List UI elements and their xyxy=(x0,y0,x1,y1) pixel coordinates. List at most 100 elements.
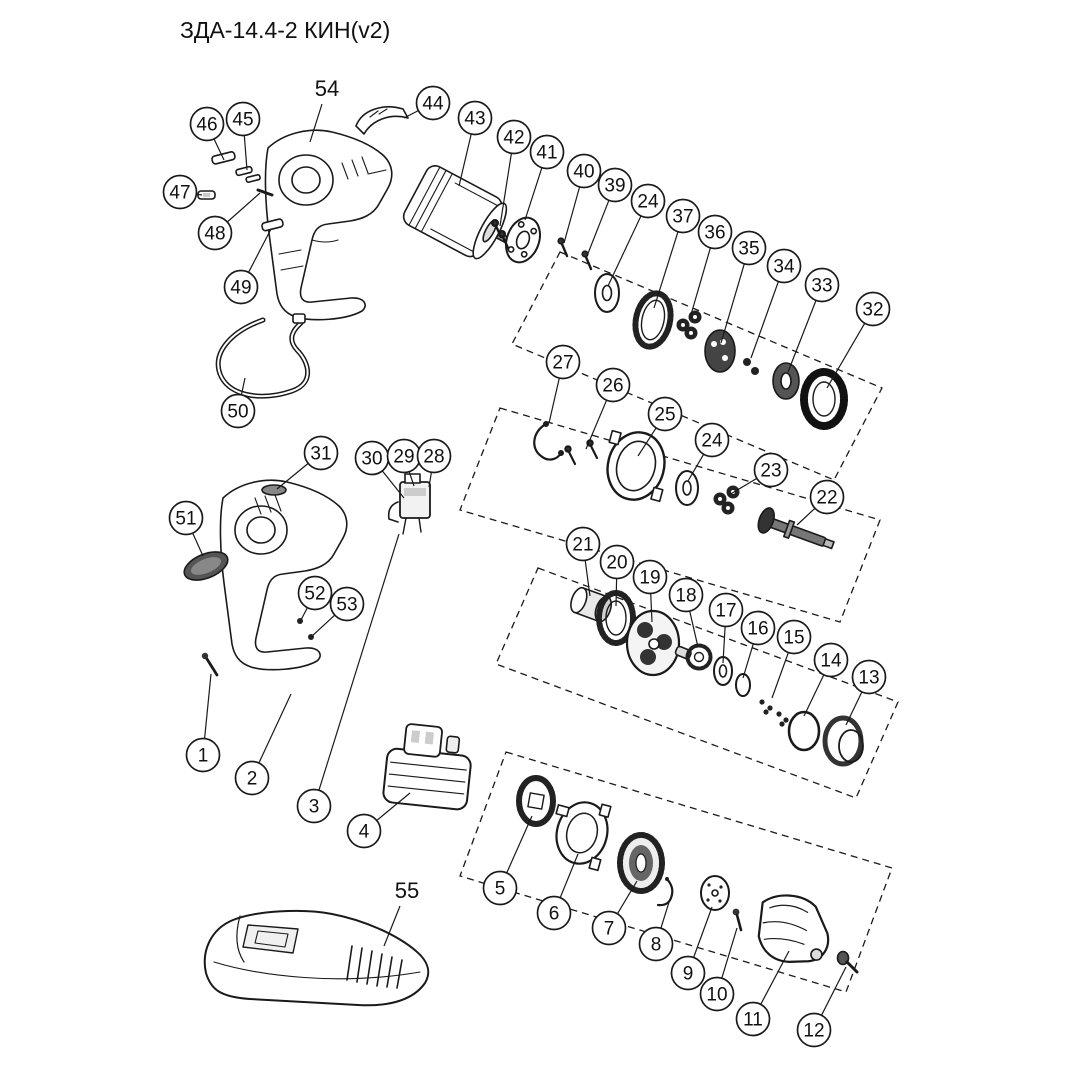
callout-circle xyxy=(851,659,887,695)
callout-number: 52 xyxy=(304,584,325,605)
callout-circle xyxy=(591,910,627,946)
callout-number: 27 xyxy=(552,353,573,374)
callout-25: 25 xyxy=(637,396,683,457)
switch-assembly xyxy=(387,473,431,535)
callout-number: 9 xyxy=(683,964,694,985)
callout-circle xyxy=(597,167,633,203)
label-plate-51 xyxy=(183,551,229,581)
callout-27: 27 xyxy=(545,344,581,424)
callout-circle xyxy=(197,215,233,251)
part-49 xyxy=(261,218,284,232)
pins-34 xyxy=(743,358,759,375)
callout-number: 43 xyxy=(464,109,485,130)
callout-number: 37 xyxy=(672,207,693,228)
callout-circle xyxy=(731,230,767,266)
callout-number: 19 xyxy=(639,568,660,589)
callout-43: 43 xyxy=(457,100,493,187)
callout-number: 39 xyxy=(604,176,625,197)
screw-1 xyxy=(201,652,219,677)
callout-number: 4 xyxy=(359,822,370,843)
callout-number: 13 xyxy=(858,668,879,689)
ring-gear-37 xyxy=(632,290,674,350)
collar-13 xyxy=(822,715,864,767)
callout-52: 52 xyxy=(297,575,333,621)
callout-circle xyxy=(565,526,601,562)
callout-number: 34 xyxy=(773,257,795,278)
balls-spring-15 xyxy=(759,699,789,727)
callout-9: 9 xyxy=(670,906,713,991)
callout-number: 36 xyxy=(704,223,725,244)
gear-18 xyxy=(685,643,713,671)
screw-12 xyxy=(836,950,859,974)
washer-17 xyxy=(713,656,733,686)
callout-41: 41 xyxy=(524,134,565,221)
callout-circle xyxy=(346,813,382,849)
callout-16: 16 xyxy=(740,610,776,679)
callout-circle xyxy=(329,586,365,622)
part-label-number: 55 xyxy=(395,878,419,903)
gear-33 xyxy=(772,362,800,400)
callout-53: 53 xyxy=(310,586,365,638)
callout-number: 22 xyxy=(816,488,837,509)
callout-circle xyxy=(776,619,812,655)
battery-pack xyxy=(382,723,472,811)
callout-32: 32 xyxy=(826,291,891,389)
callout-number: 35 xyxy=(738,239,759,260)
callout-circle xyxy=(638,926,674,962)
carrier-35 xyxy=(704,329,736,373)
part-label-55: 55 xyxy=(383,878,419,947)
callout-circle xyxy=(185,737,221,773)
callout-circle xyxy=(168,500,204,536)
callout-number: 18 xyxy=(675,586,696,607)
callout-number: 2 xyxy=(247,769,258,790)
callout-number: 17 xyxy=(715,601,736,622)
callout-23: 23 xyxy=(728,452,789,496)
callout-49: 49 xyxy=(223,228,272,305)
washer-24a xyxy=(594,273,620,313)
callout-circle xyxy=(809,479,845,515)
callout-circle xyxy=(223,269,259,305)
callout-10: 10 xyxy=(699,927,738,1012)
carrier-19 xyxy=(625,609,692,677)
callout-number: 10 xyxy=(706,985,727,1006)
callout-circle xyxy=(668,577,704,613)
callout-number: 51 xyxy=(175,509,196,530)
wrist-strap xyxy=(215,313,311,399)
callout-39: 39 xyxy=(586,167,633,257)
chuck-11 xyxy=(757,894,830,963)
clip-8 xyxy=(656,877,674,907)
callout-7: 7 xyxy=(591,880,638,946)
callout-circle xyxy=(735,1001,771,1037)
callout-11: 11 xyxy=(735,950,790,1037)
callout-42: 42 xyxy=(496,119,532,227)
callout-number: 28 xyxy=(423,447,444,468)
callout-number: 31 xyxy=(310,444,331,465)
callout-circle xyxy=(740,610,776,646)
callout-1: 1 xyxy=(185,673,221,773)
callout-number: 7 xyxy=(604,919,615,940)
callout-circle xyxy=(796,1012,832,1048)
callout-31: 31 xyxy=(276,435,339,490)
callout-circle xyxy=(813,642,849,678)
callout-4: 4 xyxy=(346,792,411,849)
callout-28: 28 xyxy=(416,438,452,488)
bushing-21 xyxy=(570,586,613,623)
callout-3: 3 xyxy=(296,533,400,824)
callout-circle xyxy=(599,544,635,580)
callout-45: 45 xyxy=(225,101,261,171)
part-45a xyxy=(235,165,253,177)
callout-50: 50 xyxy=(220,377,256,429)
callout-number: 24 xyxy=(701,431,723,452)
screw-40 xyxy=(557,237,569,258)
callout-circle xyxy=(496,119,532,155)
callout-circle xyxy=(536,895,572,931)
callout-circle xyxy=(416,438,452,474)
callout-15: 15 xyxy=(771,619,812,699)
chuck-box xyxy=(459,751,893,993)
callout-circle xyxy=(545,344,581,380)
stage1-box xyxy=(511,251,883,481)
callout-circle xyxy=(225,101,261,137)
callout-circle xyxy=(697,214,733,250)
callout-circle xyxy=(632,559,668,595)
callout-37: 37 xyxy=(653,198,701,309)
